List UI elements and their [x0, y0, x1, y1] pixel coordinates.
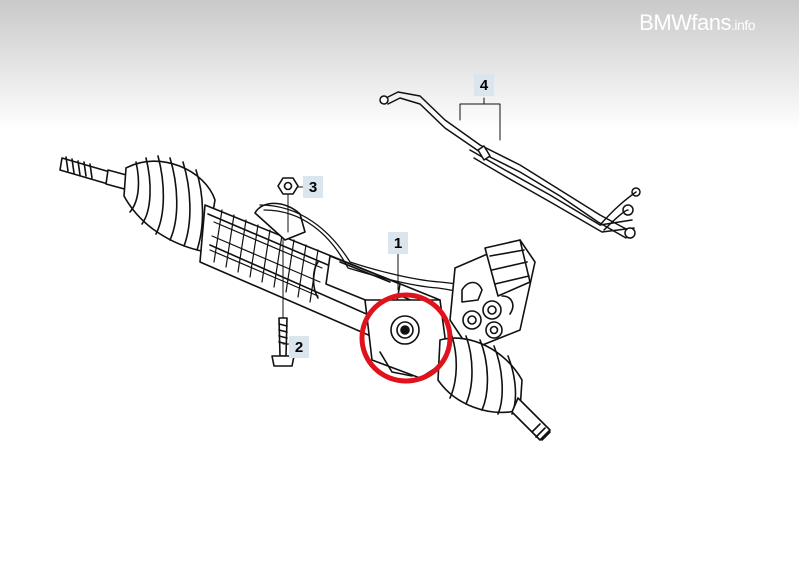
callout-3: 3: [303, 176, 323, 198]
highlight-circle: [359, 292, 453, 384]
left-boot: [123, 155, 216, 253]
control-valve: [449, 239, 536, 351]
bolt: [271, 239, 295, 367]
hydraulic-lines: [379, 91, 641, 239]
header-gradient: [0, 0, 799, 130]
leader-lines: [282, 97, 501, 345]
callout-2: 2: [289, 336, 309, 358]
nut: [277, 177, 299, 233]
right-boot: [437, 335, 523, 415]
valve-housing: [364, 299, 449, 379]
watermark-logo: BMWfans.info: [639, 10, 755, 35]
right-tie-rod: [511, 397, 551, 441]
left-tie-rod: [59, 156, 131, 191]
callout-4: 4: [474, 74, 494, 96]
callout-1: 1: [388, 232, 408, 254]
